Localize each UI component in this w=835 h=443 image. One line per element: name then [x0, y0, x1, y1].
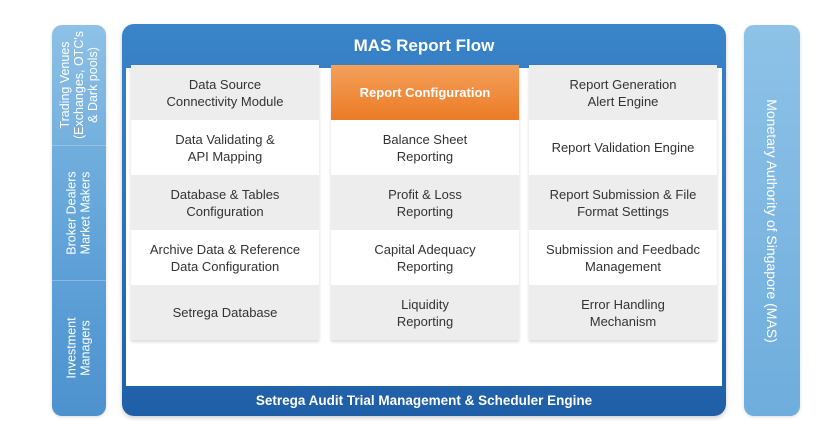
regulator-label: Monetary Authority of Singapore (MAS) — [764, 98, 780, 343]
audit-engine-bar: Setrega Audit Trial Management & Schedul… — [255, 393, 593, 408]
segment-broker-dealers: Broker Dealers Market Makers — [52, 145, 106, 280]
module-report-generation: Report Generation Alert Engine — [529, 65, 717, 120]
regulator-band: Monetary Authority of Singapore (MAS) — [744, 25, 800, 416]
investment-managers-label: Investment Managers — [65, 317, 94, 379]
module-profit-loss: Profit & Loss Reporting — [331, 175, 519, 230]
module-data-source-connectivity: Data Source Connectivity Module — [131, 65, 319, 120]
segment-trading-venues: Trading Venues (Exchanges, OTC's & Dark … — [52, 25, 106, 146]
module-setrega-database: Setrega Database — [131, 285, 319, 340]
trading-venues-label: Trading Venues (Exchanges, OTC's & Dark … — [58, 31, 101, 140]
module-liquidity: Liquidity Reporting — [331, 285, 519, 340]
submission-column: Report Generation Alert Engine Report Va… — [529, 65, 717, 340]
reporting-column: Report Configuration Balance Sheet Repor… — [331, 65, 519, 340]
module-submission-feedback: Submission and Feedbadc Management — [529, 230, 717, 285]
data-column: Data Source Connectivity Module Data Val… — [131, 65, 319, 340]
module-error-handling: Error Handling Mechanism — [529, 285, 717, 340]
market-participants-band: Trading Venues (Exchanges, OTC's & Dark … — [52, 25, 106, 416]
module-data-validating: Data Validating & API Mapping — [131, 120, 319, 175]
module-archive-data: Archive Data & Reference Data Configurat… — [131, 230, 319, 285]
module-report-configuration: Report Configuration — [331, 65, 519, 120]
module-report-submission: Report Submission & File Format Settings — [529, 175, 717, 230]
module-report-validation: Report Validation Engine — [529, 120, 717, 175]
module-balance-sheet: Balance Sheet Reporting — [331, 120, 519, 175]
diagram-title: MAS Report Flow — [353, 36, 495, 55]
broker-dealers-label: Broker Dealers Market Makers — [65, 171, 93, 255]
module-database-tables: Database & Tables Configuration — [131, 175, 319, 230]
segment-investment-managers: Investment Managers — [52, 279, 106, 416]
module-capital-adequacy: Capital Adequacy Reporting — [331, 230, 519, 285]
